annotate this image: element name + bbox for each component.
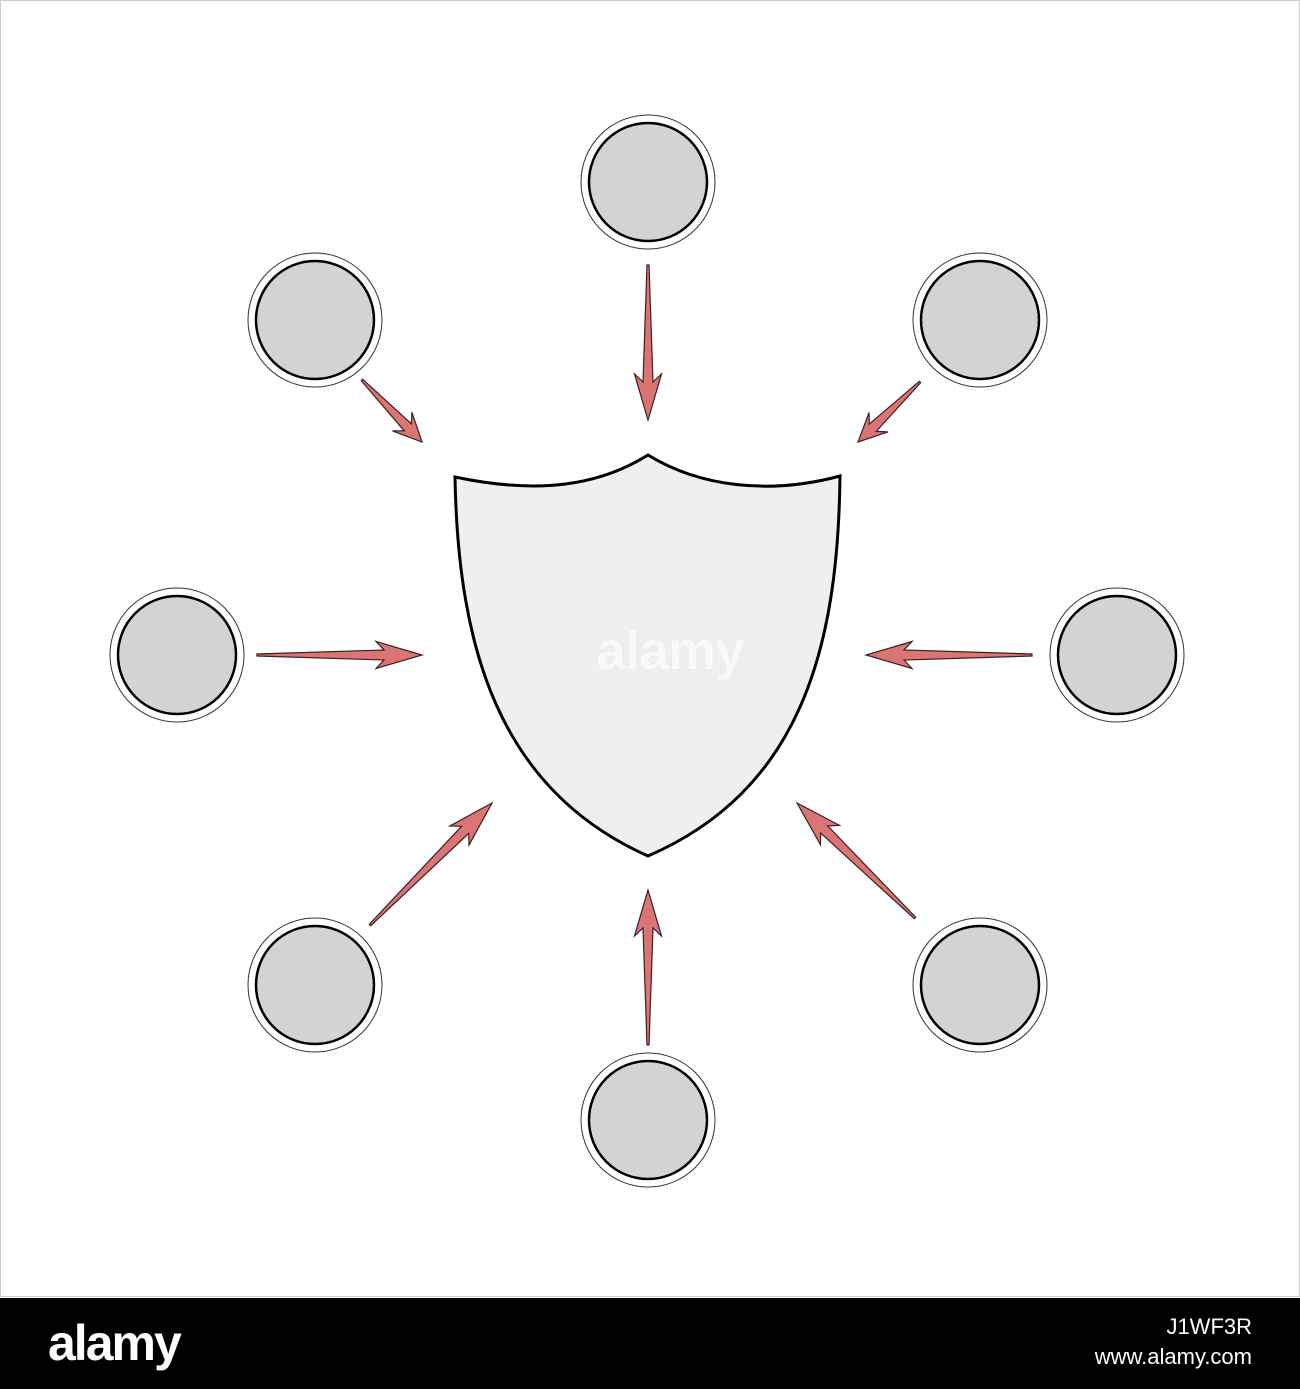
node-circle xyxy=(254,259,376,381)
node-circle xyxy=(116,594,238,716)
arrow-right xyxy=(863,640,1033,670)
node-circle xyxy=(919,259,1041,381)
node-circle xyxy=(1056,594,1178,716)
node-right xyxy=(1049,587,1185,723)
arrow-bottom xyxy=(633,887,663,1046)
arrow-bottom-right xyxy=(795,801,917,920)
arrow-top-left xyxy=(360,378,423,444)
node-circle xyxy=(254,924,376,1046)
footer-image-id: J1WF3R www.alamy.com xyxy=(1095,1312,1252,1372)
footer-logo: alamy xyxy=(48,1315,182,1371)
arrow-top-right xyxy=(856,380,922,443)
watermark-center-text: alamy xyxy=(596,621,745,681)
arrow-bottom-left xyxy=(368,801,494,927)
shield-icon xyxy=(453,453,842,858)
node-top xyxy=(580,114,716,250)
site-url-text: www.alamy.com xyxy=(1094,1344,1252,1369)
node-circle xyxy=(587,121,709,243)
arrow-left xyxy=(256,640,425,670)
node-circle xyxy=(919,924,1041,1046)
node-bottom-right xyxy=(912,917,1048,1053)
nodes-group xyxy=(109,114,1185,1188)
footer-bar: alamy J1WF3R www.alamy.com xyxy=(0,1298,1300,1389)
node-left xyxy=(109,587,245,723)
arrow-top xyxy=(633,264,663,423)
node-circle xyxy=(587,1059,709,1181)
node-top-left xyxy=(247,252,383,388)
node-top-right xyxy=(912,252,1048,388)
arrows-group xyxy=(256,264,1033,1046)
image-id-text: J1WF3R xyxy=(1166,1314,1252,1339)
node-bottom-left xyxy=(247,917,383,1053)
node-bottom xyxy=(580,1052,716,1188)
